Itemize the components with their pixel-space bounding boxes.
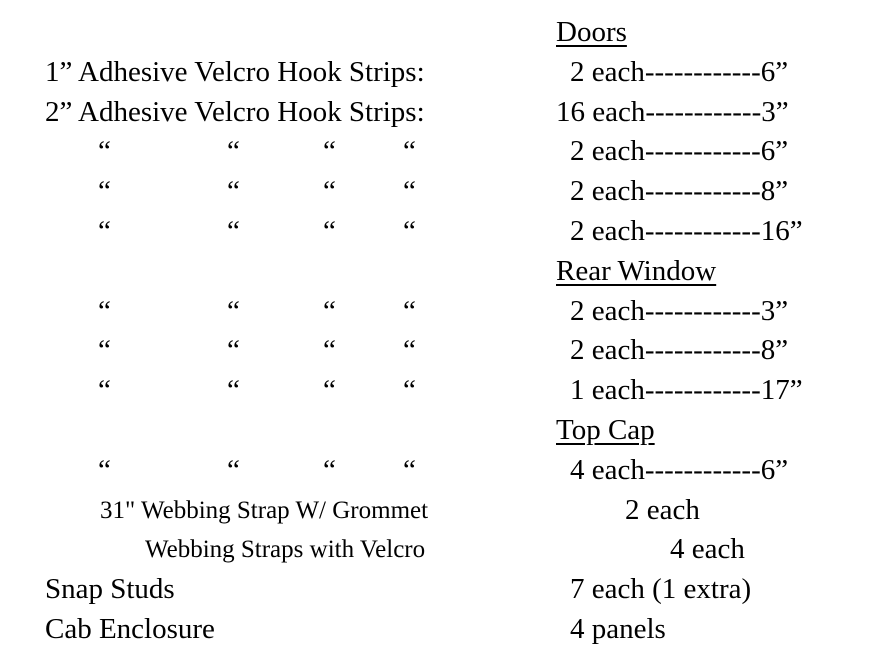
ditto-mark: “ [227,453,240,486]
quantity-text: 2 each------------16” [570,214,803,247]
list-row: “ “ “ “ 2 each------------6” [45,132,874,172]
ditto-mark: “ [227,175,240,208]
ditto-mark: “ [227,214,240,247]
ditto-mark: “ [98,374,111,407]
list-row: Cab Enclosure 4 panels [45,610,874,650]
ditto-mark: “ [323,214,336,247]
empty-cell [45,13,556,53]
ditto-marks: “ “ “ “ [45,212,556,252]
list-row: 1” Adhesive Velcro Hook Strips: 2 each---… [45,53,874,93]
list-row: 2” Adhesive Velcro Hook Strips: 16 each--… [45,93,874,133]
item-name: Webbing Straps with Velcro [145,536,426,564]
item-name: 1” Adhesive Velcro Hook Strips: [45,55,425,88]
ditto-mark: “ [98,135,111,168]
item-name: Snap Studs [45,573,175,606]
item-name: 31" Webbing Strap W/ Grommet [100,496,429,524]
list-row: “ “ “ “ 2 each------------16” [45,212,874,252]
list-row: “ “ “ “ 4 each------------6” [45,451,874,491]
ditto-mark: “ [98,294,111,327]
quantity-text: 2 each------------3” [570,294,789,327]
ditto-marks: “ “ “ “ [45,371,556,411]
ditto-mark: “ [403,453,416,486]
ditto-mark: “ [227,374,240,407]
ditto-mark: “ [323,294,336,327]
section-header: Doors [556,16,627,48]
empty-cell [45,411,556,451]
list-row: Rear Window [45,252,874,292]
quantity-text: 7 each (1 extra) [570,573,752,606]
quantity-text: 4 each [670,533,745,566]
ditto-mark: “ [227,294,240,327]
ditto-mark: “ [403,214,416,247]
ditto-marks: “ “ “ “ [45,331,556,371]
ditto-mark: “ [227,135,240,168]
ditto-mark: “ [227,334,240,367]
quantity-text: 1 each------------17” [570,374,803,407]
list-row: Snap Studs 7 each (1 extra) [45,570,874,610]
ditto-mark: “ [323,453,336,486]
quantity-text: 16 each------------3” [556,95,789,128]
ditto-mark: “ [323,175,336,208]
ditto-mark: “ [98,453,111,486]
section-header-cell: Rear Window [556,252,874,292]
ditto-mark: “ [403,334,416,367]
quantity-text: 4 panels [570,612,666,645]
list-row: Top Cap [45,411,874,451]
quantity-text: 2 each------------8” [570,334,789,367]
quantity-text: 2 each------------6” [570,55,789,88]
ditto-marks: “ “ “ “ [45,451,556,491]
item-name: Cab Enclosure [45,612,215,645]
quantity-text: 2 each [625,493,700,526]
ditto-mark: “ [323,334,336,367]
ditto-mark: “ [323,135,336,168]
empty-cell [45,252,556,292]
list-row: “ “ “ “ 2 each------------8” [45,331,874,371]
ditto-mark: “ [323,374,336,407]
quantity-text: 2 each------------8” [570,175,789,208]
ditto-mark: “ [98,175,111,208]
ditto-mark: “ [98,214,111,247]
ditto-marks: “ “ “ “ [45,172,556,212]
section-header-cell: Doors [556,13,874,53]
ditto-marks: “ “ “ “ [45,132,556,172]
list-row: “ “ “ “ 1 each------------17” [45,371,874,411]
list-row: “ “ “ “ 2 each------------3” [45,292,874,332]
list-row: Doors [45,13,874,53]
ditto-mark: “ [403,294,416,327]
item-name: 2” Adhesive Velcro Hook Strips: [45,95,425,128]
section-header: Rear Window [556,254,717,287]
section-header: Top Cap [556,413,655,446]
quantity-text: 2 each------------6” [570,135,789,168]
ditto-mark: “ [403,135,416,168]
ditto-marks: “ “ “ “ [45,292,556,332]
ditto-mark: “ [98,334,111,367]
ditto-mark: “ [403,374,416,407]
quantity-text: 4 each------------6” [570,453,789,486]
section-header-cell: Top Cap [556,411,874,451]
list-row: “ “ “ “ 2 each------------8” [45,172,874,212]
list-row: 31" Webbing Strap W/ Grommet 2 each [45,491,874,531]
list-row: Webbing Straps with Velcro 4 each [45,530,874,570]
ditto-mark: “ [403,175,416,208]
